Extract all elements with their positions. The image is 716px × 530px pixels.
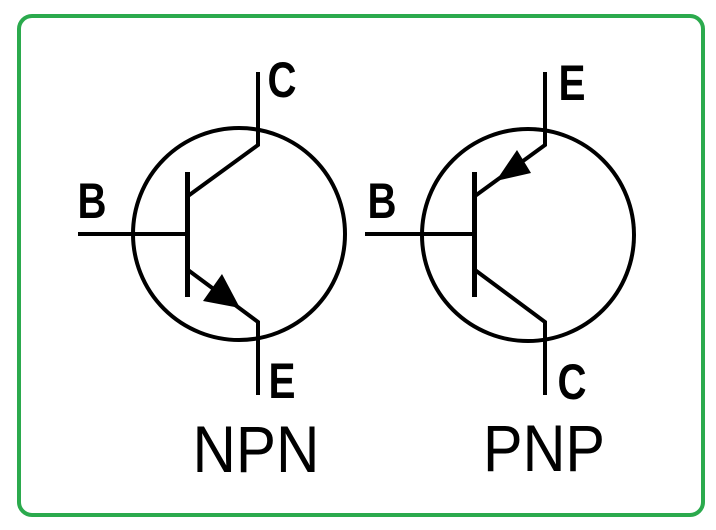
- pnp-emitter-terminal-label: E: [559, 55, 586, 111]
- npn-collector-lead: [186, 72, 260, 198]
- npn-collector-terminal-label: C: [268, 52, 297, 108]
- pnp-collector-terminal-label: C: [558, 354, 587, 410]
- pnp-base-terminal-label: B: [368, 173, 397, 229]
- pnp-caption: PNP: [483, 411, 605, 485]
- npn-emitter-arrow-icon: [203, 274, 240, 308]
- npn-emitter-terminal-label: E: [269, 353, 296, 409]
- npn-caption: NPN: [193, 412, 320, 486]
- npn-transistor-symbol: [78, 72, 347, 395]
- pnp-transistor-symbol: [365, 72, 636, 395]
- npn-emitter-lead: [186, 268, 260, 395]
- pnp-collector-lead: [473, 268, 547, 395]
- pnp-emitter-arrow-icon: [496, 150, 531, 181]
- npn-base-terminal-label: B: [78, 173, 107, 229]
- green-frame-border: [17, 14, 705, 517]
